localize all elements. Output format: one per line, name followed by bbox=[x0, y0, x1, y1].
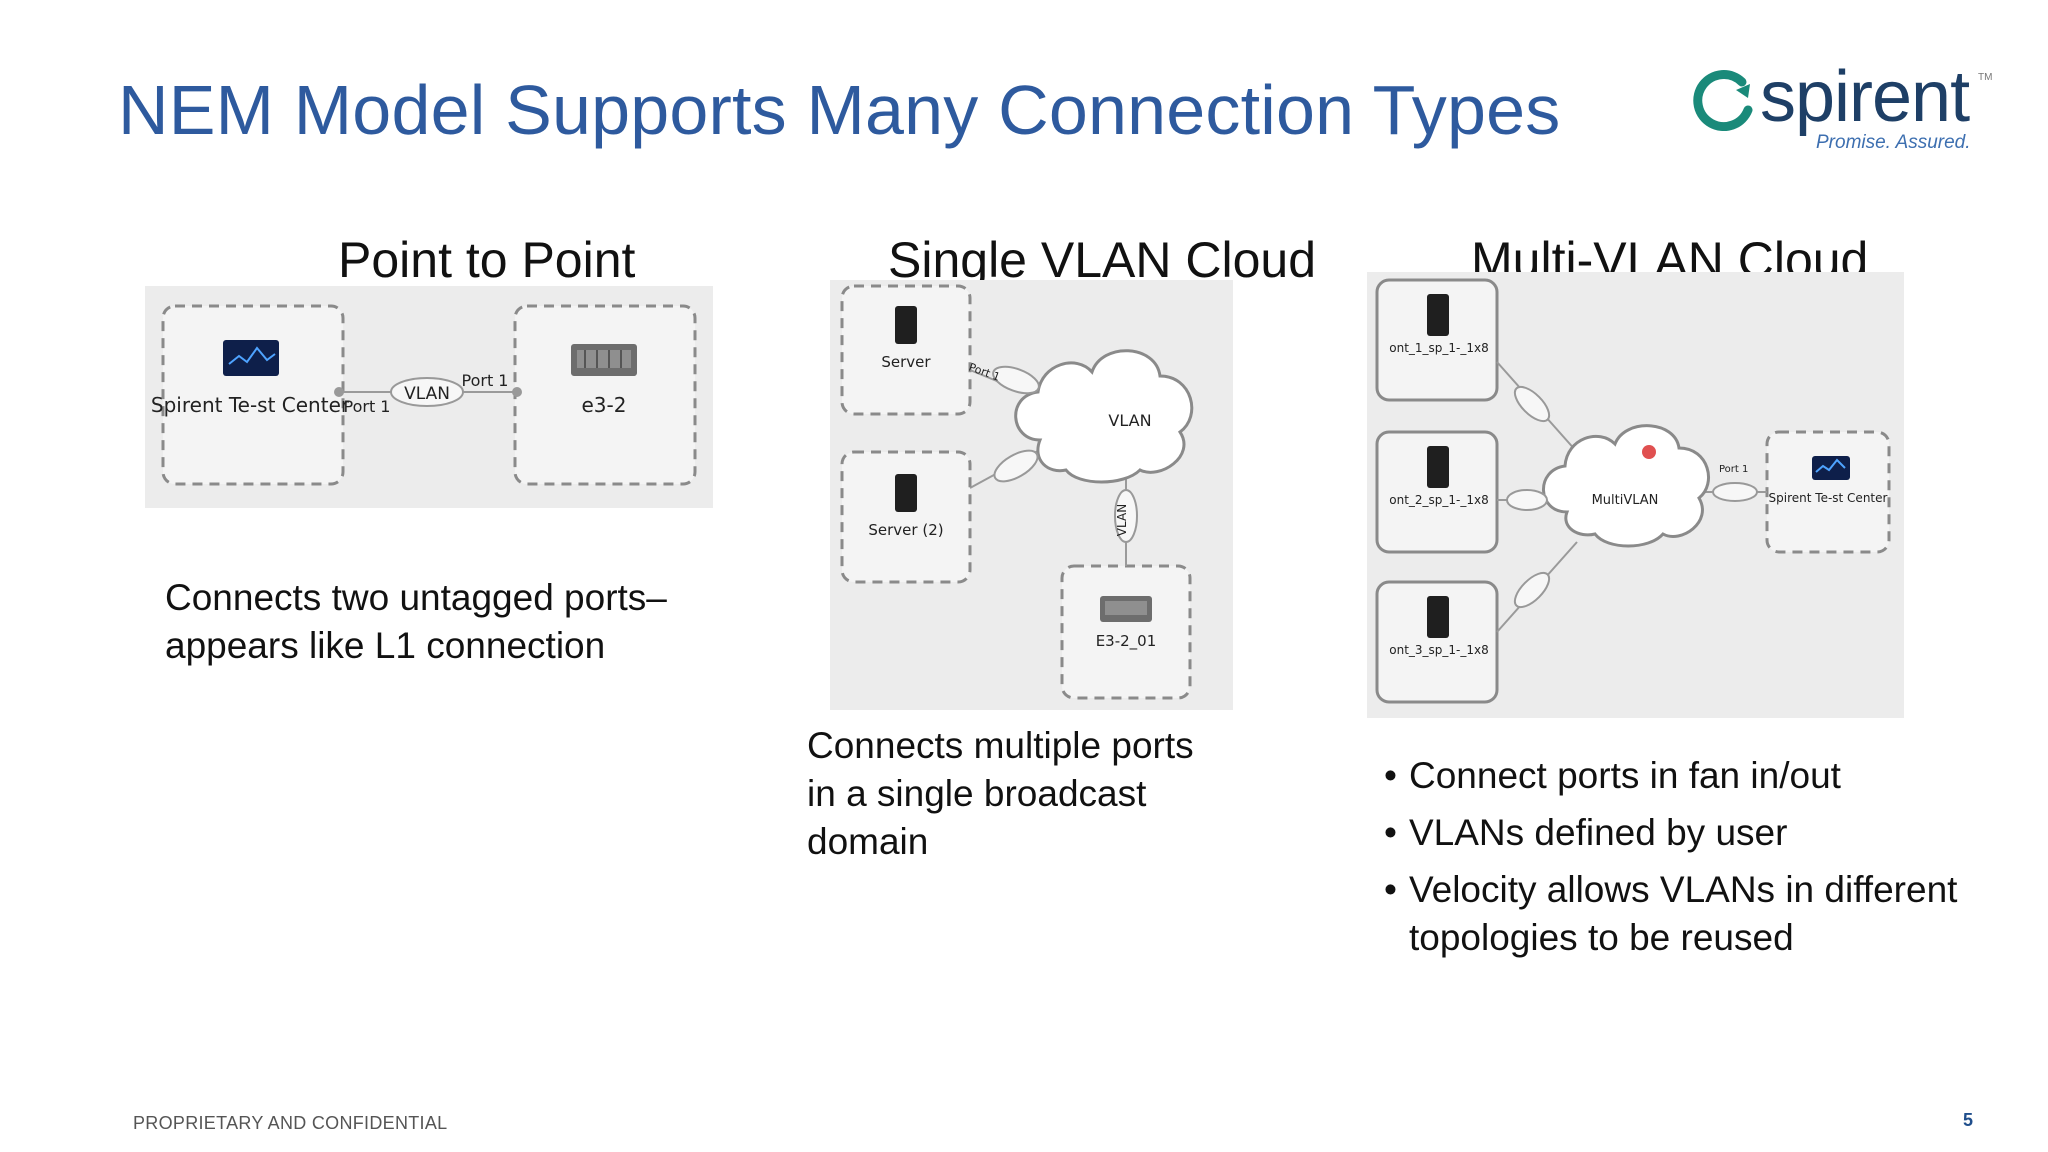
ont2-label: ont_2_sp_1-_1x8 bbox=[1389, 493, 1489, 507]
alert-icon bbox=[1642, 445, 1656, 459]
monitor-icon bbox=[223, 340, 279, 376]
page-number: 5 bbox=[1963, 1110, 1974, 1130]
port-b-label: Port 1 bbox=[462, 371, 509, 390]
server-icon bbox=[895, 474, 917, 512]
heading-point-to-point: Point to Point bbox=[338, 232, 636, 280]
svg-text:Spirent Te-st Center: Spirent Te-st Center bbox=[151, 393, 350, 417]
diagram-multi-vlan-cloud: ont_1_sp_1-_1x8 ont_2_sp_1-_1x8 ont_3_sp… bbox=[1367, 272, 1904, 718]
server-icon bbox=[1427, 596, 1449, 638]
slide-title: NEM Model Supports Many Connection Types bbox=[118, 71, 1561, 149]
svg-text:ont_1_sp_1-_1x8: ont_1_sp_1-_1x8 bbox=[1389, 341, 1489, 355]
port-label: Port 1 bbox=[967, 361, 1002, 384]
chassis-icon bbox=[1100, 596, 1152, 622]
server-icon bbox=[1427, 446, 1449, 488]
ont3-label: ont_3_sp_1-_1x8 bbox=[1389, 643, 1489, 657]
port-a-label: Port 1 bbox=[344, 397, 391, 416]
cloud-label: MultiVLAN bbox=[1592, 493, 1659, 508]
server2-label: Server (2) bbox=[868, 521, 943, 539]
logo-trademark: TM bbox=[1978, 72, 1993, 83]
diagram-point-to-point: Spirent Te-st Center e3-2 VLAN Port 1 Po… bbox=[145, 286, 713, 508]
link-label: VLAN bbox=[1115, 504, 1129, 536]
port-label: Port 1 bbox=[1719, 464, 1748, 475]
multivlan-cloud bbox=[1542, 424, 1710, 548]
description-single-vlan-cloud: Connects multiple ports in a single broa… bbox=[807, 725, 1194, 862]
monitor-icon bbox=[1812, 456, 1850, 480]
stc-label: Spirent Te-st Center bbox=[1769, 491, 1888, 505]
server-icon bbox=[895, 306, 917, 344]
heading-single-vlan-cloud: Single VLAN Cloud bbox=[888, 232, 1317, 280]
bullet-list-multi-vlan: Connect ports in fan in/out VLANs define… bbox=[1384, 752, 2024, 971]
link-label: VLAN bbox=[404, 384, 450, 404]
vlan-cloud bbox=[1014, 349, 1194, 484]
logo-ring-icon bbox=[1693, 70, 1753, 131]
description-point-to-point: Connects two untagged ports– appears lik… bbox=[165, 577, 667, 666]
node-a-label: Spirent Te-st Center bbox=[151, 393, 350, 417]
vlan-tag bbox=[390, 377, 464, 407]
node-box bbox=[161, 304, 345, 486]
device-label: E3-2_01 bbox=[1096, 632, 1157, 651]
diagram-single-vlan-cloud: Server Server (2) E3-2_01 VLAN VLAN Port… bbox=[830, 280, 1233, 710]
bullet-item: Connect ports in fan in/out bbox=[1384, 752, 2024, 800]
server-icon bbox=[1427, 294, 1449, 336]
logo-wordmark: spirent bbox=[1760, 57, 1970, 137]
node-b-label: e3-2 bbox=[582, 393, 627, 417]
spirent-logo: spirent TM Promise. Assured. bbox=[1690, 57, 2000, 162]
cloud-label: VLAN bbox=[1108, 411, 1151, 430]
chassis-icon bbox=[571, 344, 637, 376]
bullet-item: VLANs defined by user bbox=[1384, 809, 2024, 857]
server1-label: Server bbox=[881, 353, 931, 371]
bullet-item: Velocity allows VLANs in different topol… bbox=[1384, 866, 2024, 962]
footer-confidential: PROPRIETARY AND CONFIDENTIAL bbox=[133, 1113, 448, 1133]
logo-tagline: Promise. Assured. bbox=[1816, 132, 1971, 153]
ont1-label: ont_1_sp_1-_1x8 bbox=[1389, 341, 1489, 355]
